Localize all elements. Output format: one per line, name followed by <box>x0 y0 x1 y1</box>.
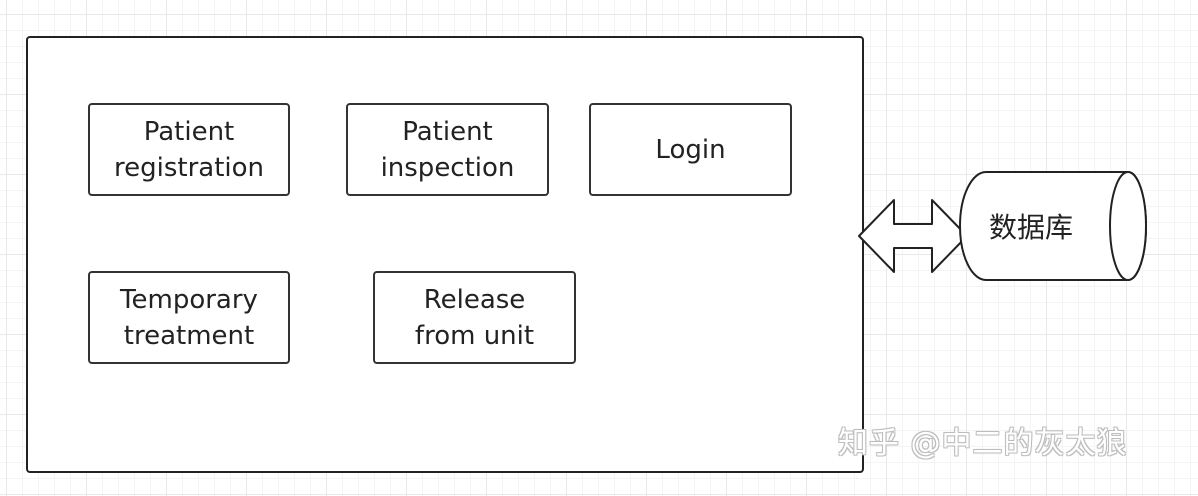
module-label: Patient registration <box>113 116 264 183</box>
module-temporary-treatment[interactable]: Temporary treatment <box>88 271 290 364</box>
module-label: Release from unit <box>414 284 535 351</box>
double-arrow-icon <box>858 199 968 273</box>
module-patient-registration[interactable]: Patient registration <box>88 103 290 196</box>
system-container <box>26 36 864 473</box>
database-cylinder-icon <box>959 171 1147 281</box>
module-login[interactable]: Login <box>589 103 792 196</box>
module-patient-inspection[interactable]: Patient inspection <box>346 103 549 196</box>
module-label: Temporary treatment <box>120 284 258 351</box>
module-label: Patient inspection <box>380 116 515 183</box>
module-label: Login <box>655 134 726 165</box>
watermark: 知乎 @中二的灰太狼 <box>838 426 1128 461</box>
module-release-from-unit[interactable]: Release from unit <box>373 271 576 364</box>
